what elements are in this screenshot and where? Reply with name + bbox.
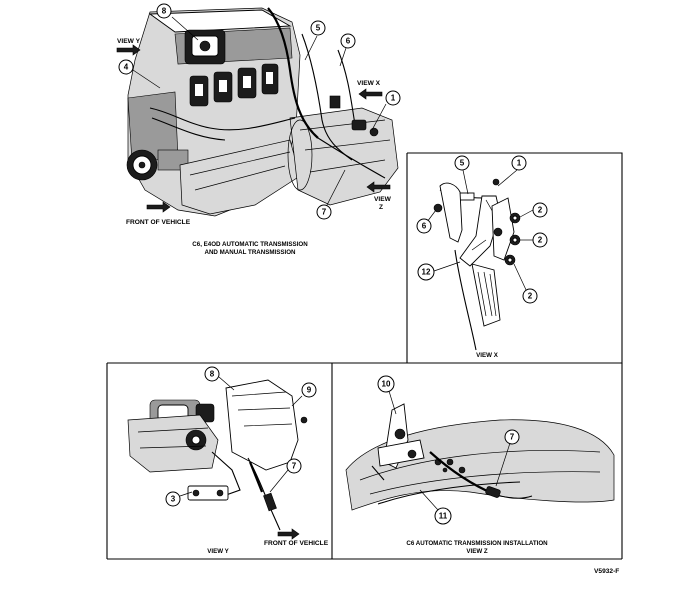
- view-x-callout-12: 12: [422, 268, 431, 277]
- main-callout-8: 8: [162, 7, 167, 16]
- main-callout-1: 1: [391, 94, 396, 103]
- view-z-callout-11: 11: [439, 512, 448, 521]
- view-z-callout-7: 7: [510, 433, 515, 442]
- view-y-caption: VIEW Y: [207, 548, 229, 555]
- view-z-callout-10: 10: [382, 380, 391, 389]
- main-caption-line1: C6, E4OD AUTOMATIC TRANSMISSION: [192, 241, 308, 248]
- main-callout-5: 5: [316, 24, 321, 33]
- main-caption-line2: AND MANUAL TRANSMISSION: [205, 249, 297, 256]
- main-leader-lines: [132, 16, 387, 206]
- view-y-arrow-icon: [116, 44, 141, 56]
- view-x-label: VIEW X: [357, 80, 381, 87]
- engine-illustration: [126, 7, 399, 217]
- panel-frames: [106, 152, 623, 560]
- view-z-leader-lines: [388, 390, 511, 511]
- front-arrow-icon: [146, 201, 171, 213]
- view-z-illustration: [345, 403, 615, 511]
- view-z-label-2: Z: [379, 204, 383, 211]
- view-y-callouts: [165, 366, 317, 507]
- view-x-callouts: [416, 155, 548, 304]
- view-y-leader-lines: [179, 376, 303, 497]
- view-x-callout-1: 1: [517, 159, 522, 168]
- view-x-arrow-icon: [358, 88, 383, 100]
- view-y-callout-7: 7: [292, 462, 297, 471]
- view-y-illustration: [127, 379, 308, 540]
- view-x-callout-6: 6: [422, 222, 427, 231]
- view-x-callout-2b: 2: [538, 236, 543, 245]
- main-callout-4: 4: [124, 63, 129, 72]
- main-callouts: [118, 3, 401, 220]
- figure-id: V5932-F: [594, 568, 619, 575]
- view-z-label-1: VIEW: [374, 196, 392, 203]
- view-x-callout-2a: 2: [538, 206, 543, 215]
- view-x-callout-5: 5: [460, 159, 465, 168]
- view-x-callout-2c: 2: [528, 292, 533, 301]
- view-z-callouts: [377, 375, 520, 525]
- view-y-front-label: FRONT OF VEHICLE: [264, 540, 329, 547]
- view-z-arrow-icon: [366, 181, 391, 193]
- view-z-caption-line1: C6 AUTOMATIC TRANSMISSION INSTALLATION: [406, 540, 548, 547]
- main-callout-7: 7: [322, 208, 327, 217]
- view-y-callout-9: 9: [307, 386, 312, 395]
- view-y-label: VIEW Y: [117, 38, 141, 45]
- front-of-vehicle-label: FRONT OF VEHICLE: [126, 219, 191, 226]
- main-callout-6: 6: [346, 37, 351, 46]
- view-x-illustration: [433, 178, 521, 351]
- view-y-front-arrow-icon: [277, 528, 300, 540]
- view-y-callout-3: 3: [171, 495, 176, 504]
- view-x-caption: VIEW X: [476, 352, 499, 359]
- view-y-callout-8: 8: [210, 370, 215, 379]
- view-z-caption-line2: VIEW Z: [466, 548, 488, 555]
